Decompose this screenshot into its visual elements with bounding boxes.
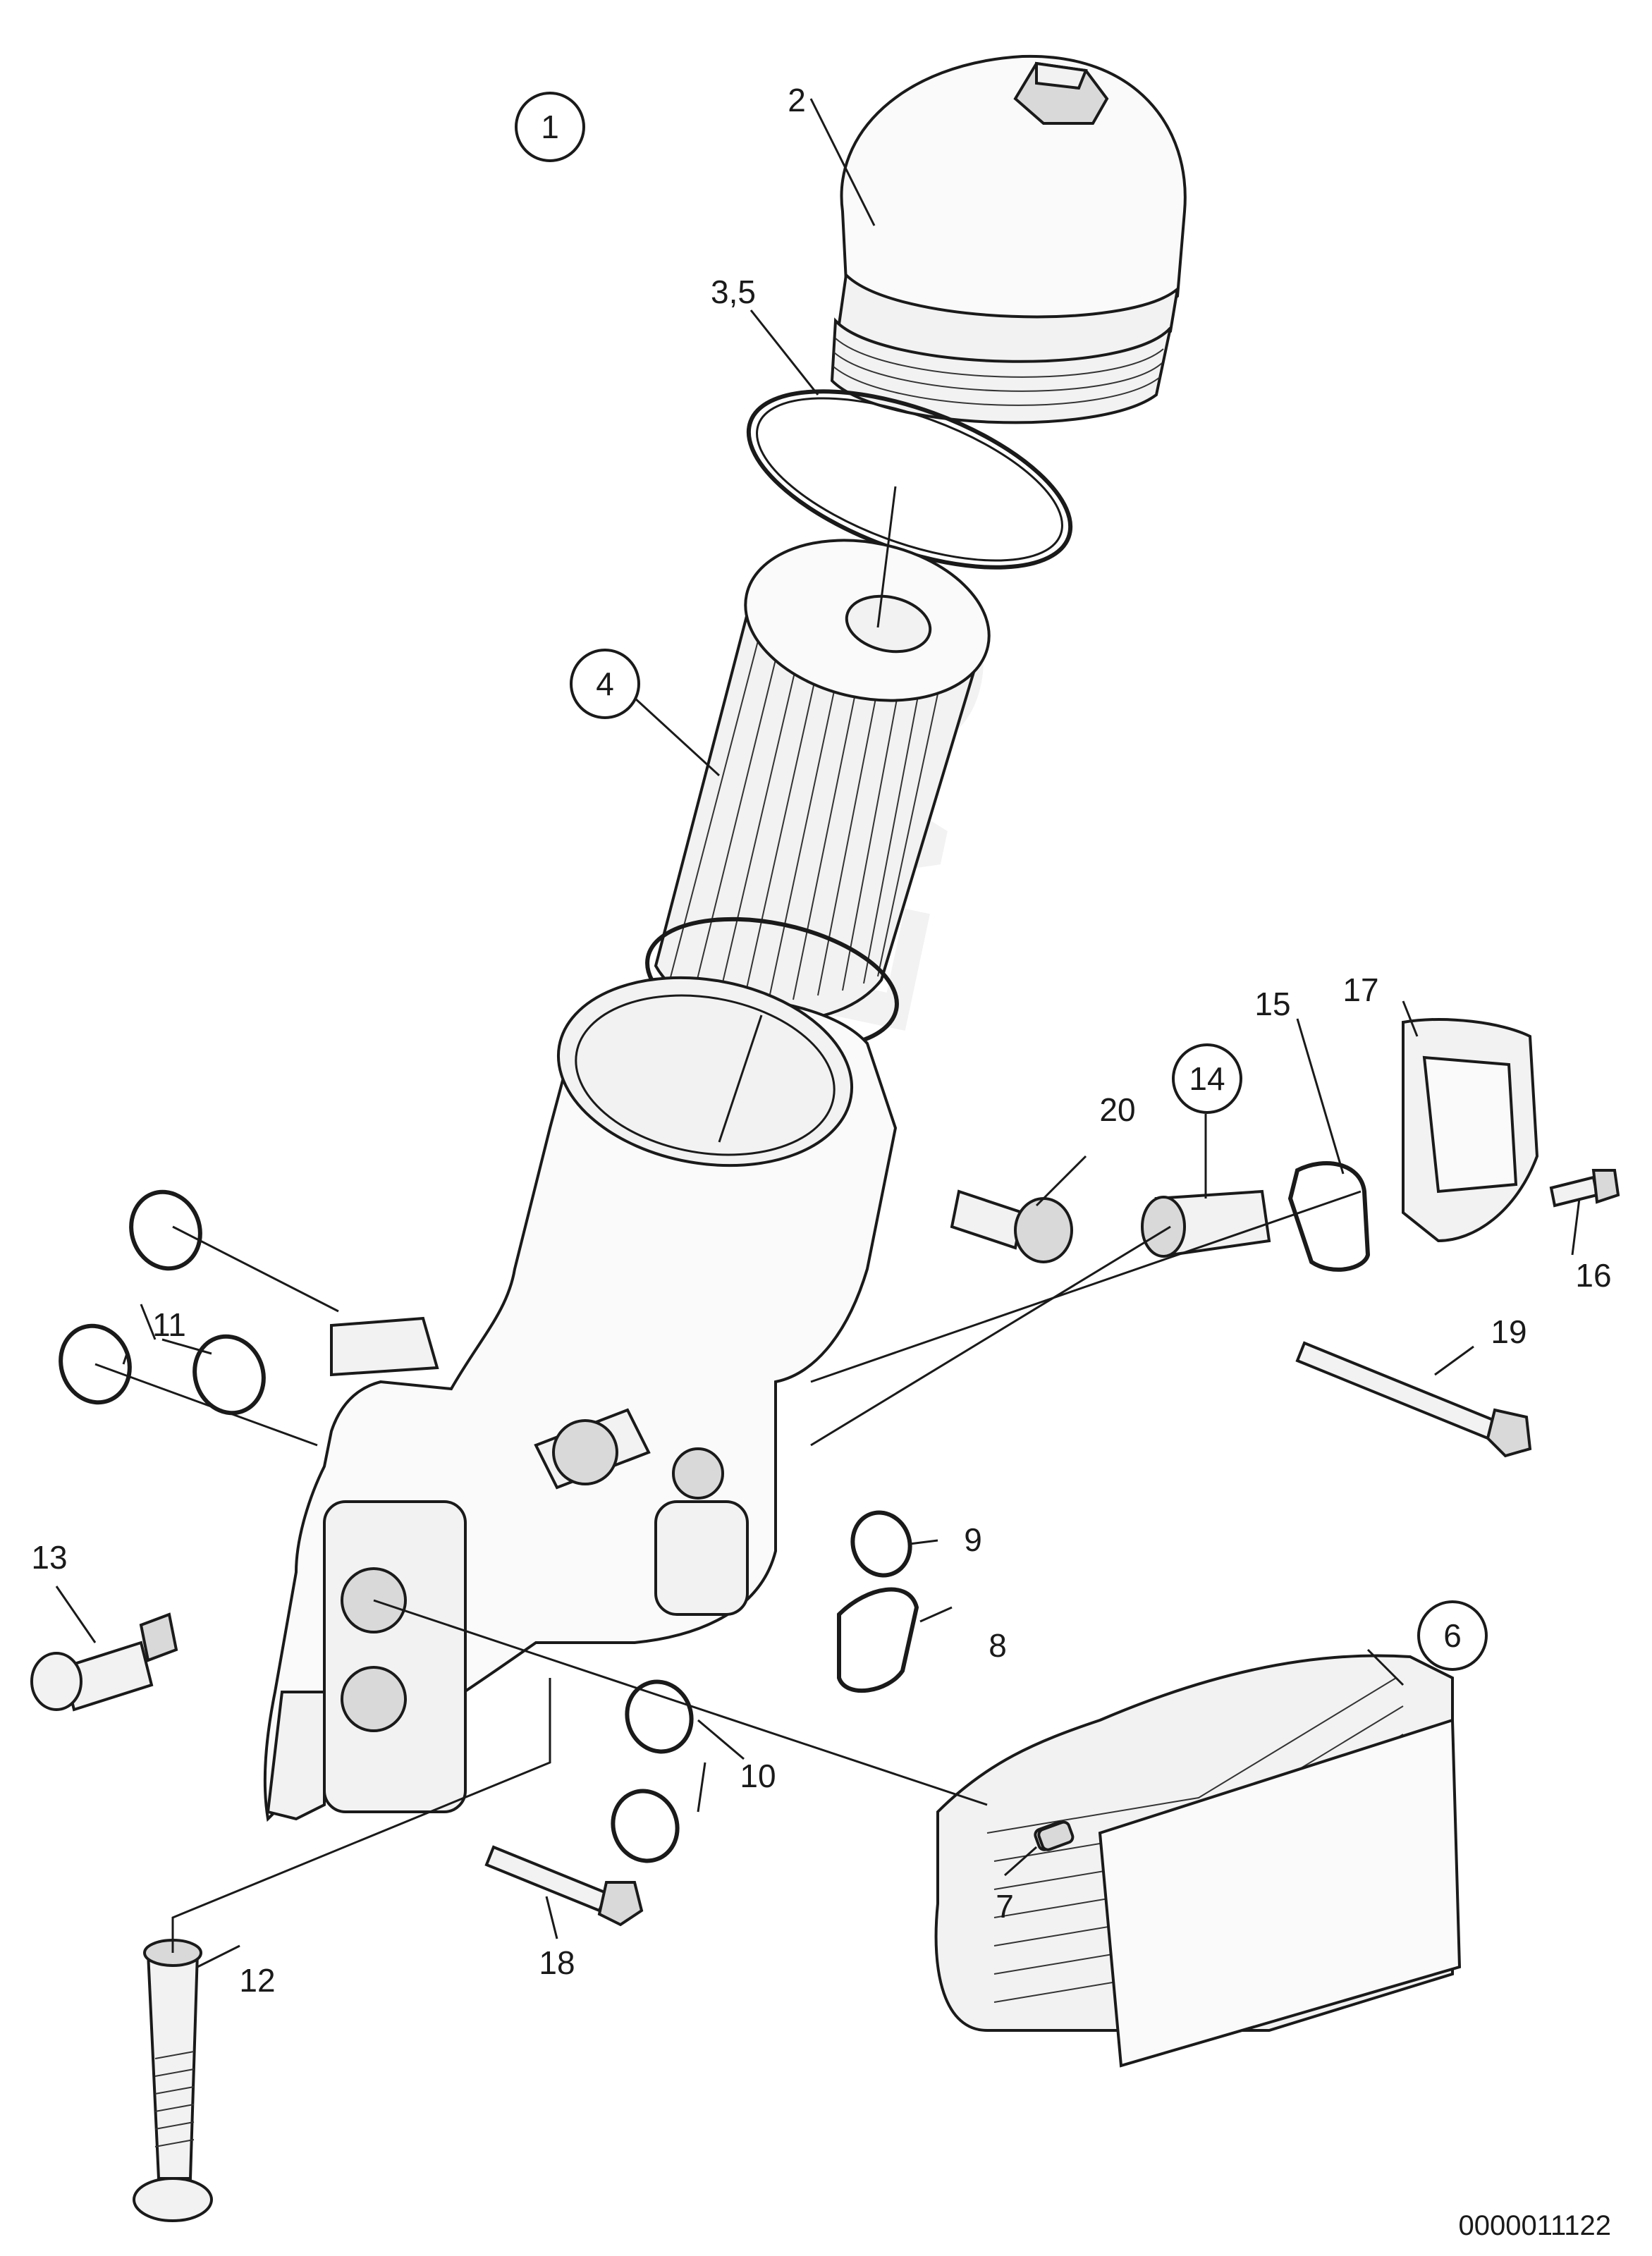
callout-label-20: 20	[1099, 1091, 1135, 1128]
sealing-rings-11	[59, 1189, 266, 1416]
hollow-bolt-part-12	[133, 1939, 213, 2222]
callout-label-16: 16	[1575, 1257, 1611, 1294]
callout-label-7: 7	[996, 1888, 1014, 1925]
bolt-part-19	[1295, 1341, 1532, 1458]
callout-label-2: 2	[788, 82, 806, 118]
callout-6: 6	[1417, 1600, 1488, 1671]
filter-cap-part	[830, 54, 1187, 424]
gasket-8	[837, 1587, 919, 1693]
callout-label-18: 18	[539, 1944, 575, 1981]
bolt-part-18	[484, 1845, 644, 1927]
valve-part-14	[1141, 1189, 1271, 1258]
callout-circle-4	[570, 649, 640, 719]
callout-label-19: 19	[1491, 1313, 1526, 1350]
seal-ring-9	[850, 1510, 912, 1578]
oil-cooler-part	[934, 1654, 1462, 2068]
image-number: 0000011122	[1458, 2210, 1611, 2241]
callout-label-10: 10	[740, 1758, 776, 1794]
housing-part	[263, 976, 898, 1822]
seal-ring-10b	[611, 1789, 680, 1863]
callout-14: 14	[1172, 1043, 1242, 1114]
callout-label-15: 15	[1254, 986, 1290, 1022]
seal-15	[1287, 1161, 1371, 1272]
callout-4: 4	[570, 649, 640, 719]
callout-label-4: 4	[596, 666, 614, 702]
callout-label-11: 11	[152, 1306, 186, 1343]
screw-part-16	[1549, 1169, 1620, 1208]
screw-part-7	[1037, 1820, 1075, 1851]
cover-part-17	[1401, 1018, 1539, 1243]
callout-label-8: 8	[989, 1627, 1007, 1664]
callout-circle-6	[1417, 1600, 1488, 1671]
leader-lines	[55, 98, 1581, 1968]
callout-label-6: 6	[1443, 1617, 1462, 1654]
callout-label-3-5: 3,5	[711, 274, 756, 310]
callout-circle-14	[1172, 1043, 1242, 1114]
callout-label-13: 13	[31, 1539, 67, 1576]
sensor-part-20	[950, 1189, 1073, 1263]
callout-circle-1	[515, 92, 585, 162]
callout-label-1: 1	[541, 109, 559, 145]
plug-part-13	[30, 1612, 178, 1712]
callout-label-17: 17	[1342, 971, 1378, 1008]
callout-1: 1	[515, 92, 585, 162]
callout-label-9: 9	[964, 1521, 982, 1558]
callout-label-14: 14	[1189, 1060, 1225, 1097]
callout-label-12: 12	[239, 1962, 275, 1999]
